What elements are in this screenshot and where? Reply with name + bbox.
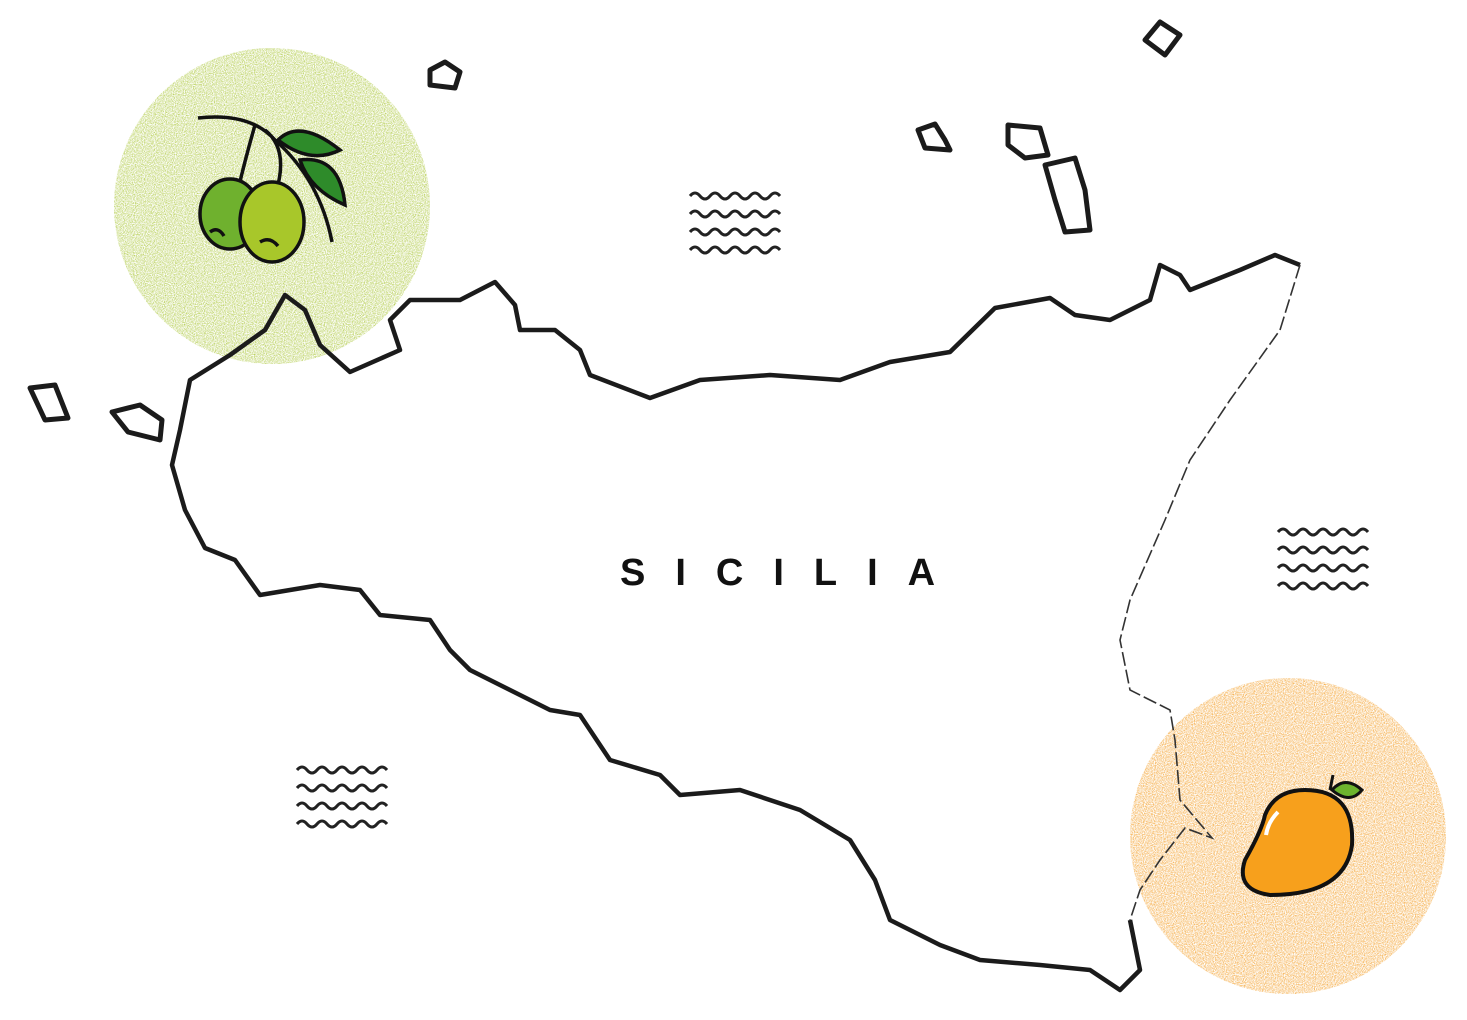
island [915, 121, 953, 153]
olive-icon [197, 115, 348, 264]
island [109, 402, 165, 443]
islands [27, 19, 1183, 443]
sicily-east-coast [1119, 264, 1301, 921]
sicily-coastline [169, 252, 1301, 993]
sea-waves [1276, 527, 1370, 591]
sea-waves [295, 765, 389, 829]
island [1005, 122, 1051, 161]
island [27, 382, 71, 423]
island [1042, 155, 1093, 235]
sea-waves [688, 191, 782, 255]
mango-icon [1240, 774, 1365, 898]
island [1142, 19, 1183, 58]
island [427, 59, 463, 91]
region-label: SICILIA [620, 552, 966, 594]
